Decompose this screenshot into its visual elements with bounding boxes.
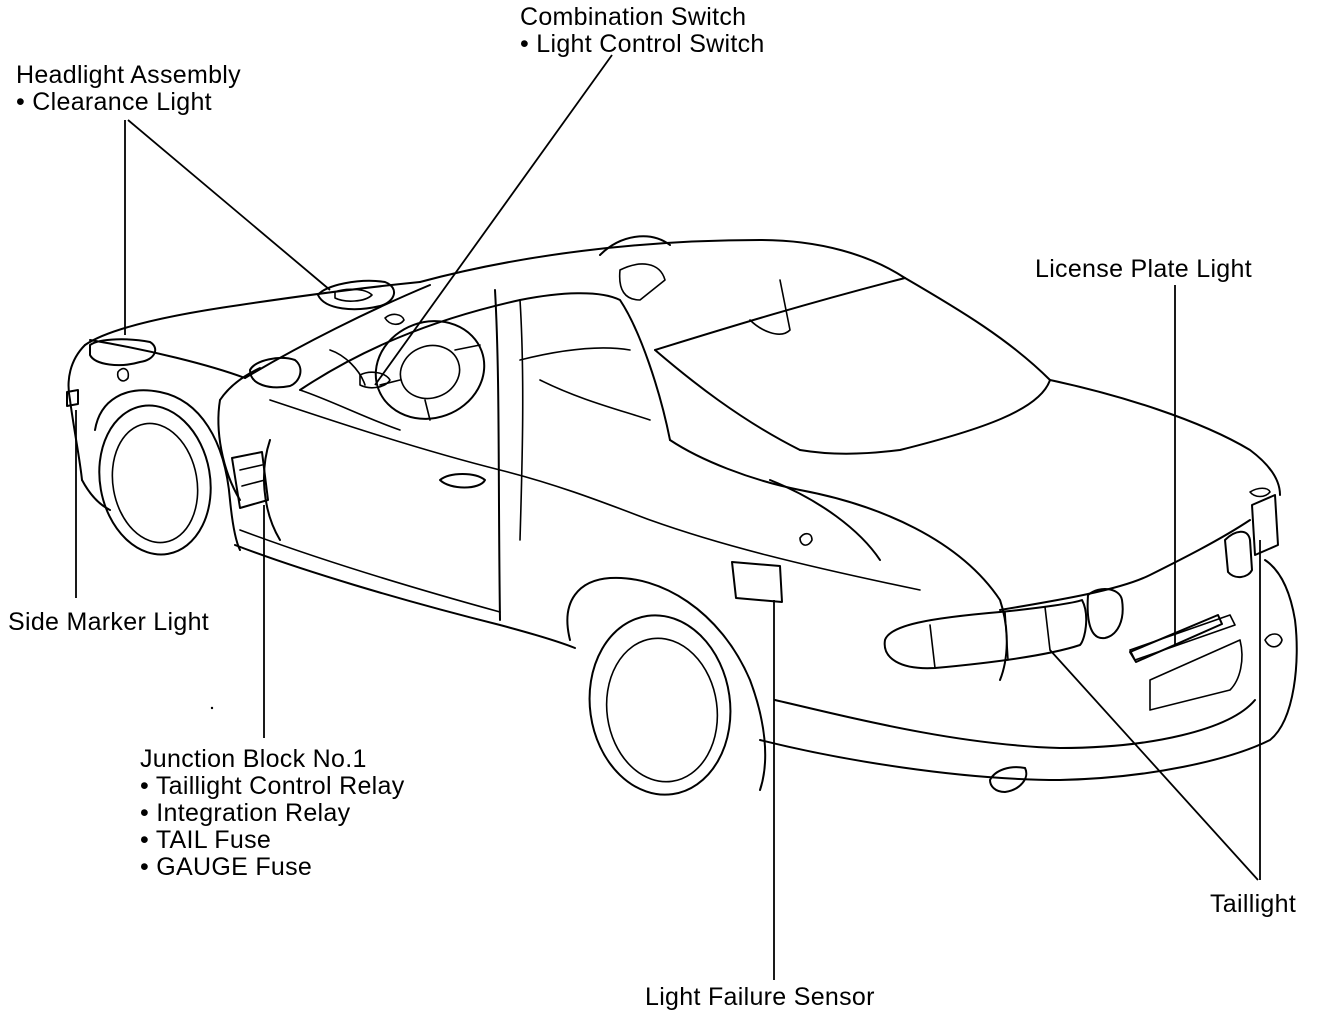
junction-block-item: • TAIL Fuse <box>140 826 272 854</box>
headlight-assembly-item: • Clearance Light <box>16 88 212 116</box>
junction-block-item: • Integration Relay <box>140 799 351 827</box>
headlight-assembly-title: Headlight Assembly <box>16 61 241 89</box>
combination-switch-item: • Light Control Switch <box>520 30 765 58</box>
label-taillight: Taillight <box>1210 891 1296 918</box>
junction-block-part <box>231 451 269 509</box>
junction-block-item: • Taillight Control Relay <box>140 772 405 800</box>
stray-dot <box>210 706 214 710</box>
license-plate-light-title: License Plate Light <box>1035 255 1252 283</box>
taillight-left-part <box>883 599 1088 670</box>
junction-block-item: • GAUGE Fuse <box>140 853 313 881</box>
components <box>66 279 1279 670</box>
label-junction-block: Junction Block No.1 • Taillight Control … <box>140 746 405 881</box>
taillight-right-part <box>1224 530 1253 578</box>
side-marker-light-title: Side Marker Light <box>8 608 210 636</box>
side-marker-light-part <box>66 389 79 407</box>
leader-lines <box>75 54 1261 980</box>
label-combination-switch: Combination Switch • Light Control Switc… <box>520 4 765 58</box>
combination-switch-title: Combination Switch <box>520 3 747 31</box>
label-headlight-assembly: Headlight Assembly • Clearance Light <box>16 62 241 116</box>
taillight-title: Taillight <box>1210 890 1297 918</box>
license-plate-light-part <box>1129 614 1223 663</box>
light-failure-sensor-part <box>731 561 783 603</box>
car-body <box>67 235 1298 796</box>
label-light-failure-sensor: Light Failure Sensor <box>645 984 875 1011</box>
clearance-light-part <box>89 338 157 367</box>
headlight-assembly-part <box>317 279 395 311</box>
light-failure-sensor-title: Light Failure Sensor <box>645 983 875 1011</box>
interior <box>249 320 651 431</box>
label-side-marker-light: Side Marker Light <box>8 609 209 636</box>
label-license-plate-light: License Plate Light <box>1035 256 1252 283</box>
junction-block-title: Junction Block No.1 <box>140 745 367 773</box>
